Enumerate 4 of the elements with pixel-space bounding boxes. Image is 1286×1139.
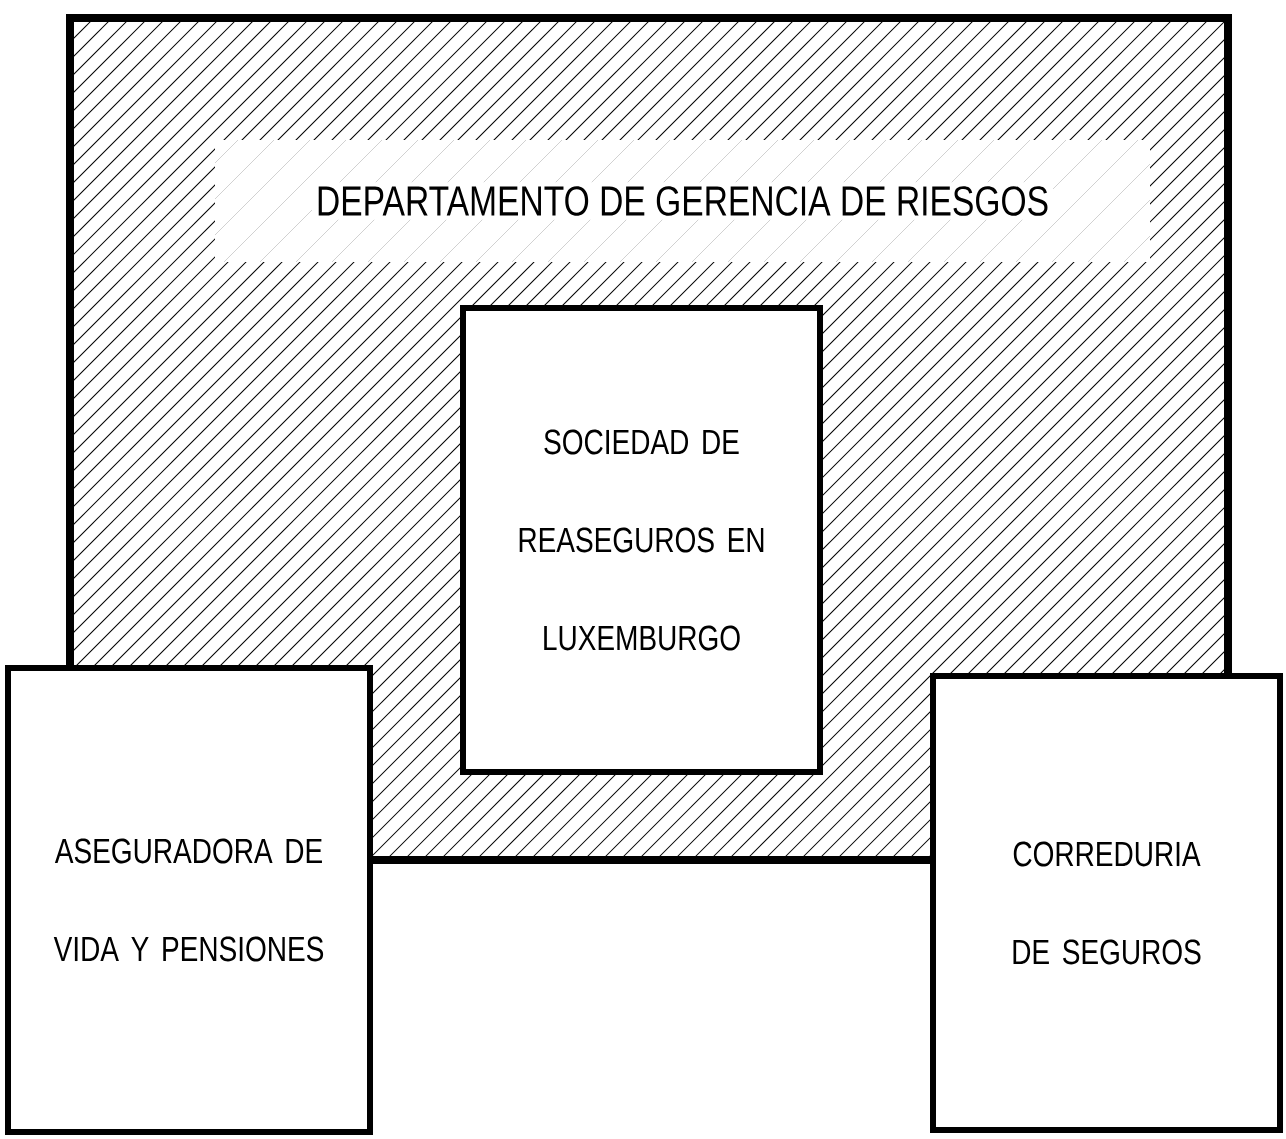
- text-box: SOCIEDAD DE REASEGUROS EN LUXEMBURGO: [460, 305, 823, 775]
- department-title: DEPARTAMENTO DE GERENCIA DE RIESGOS: [311, 182, 1054, 220]
- text-box: CORREDURIA DE SEGUROS: [930, 673, 1283, 1133]
- text-box: ASEGURADORA DE VIDA Y PENSIONES: [5, 665, 373, 1135]
